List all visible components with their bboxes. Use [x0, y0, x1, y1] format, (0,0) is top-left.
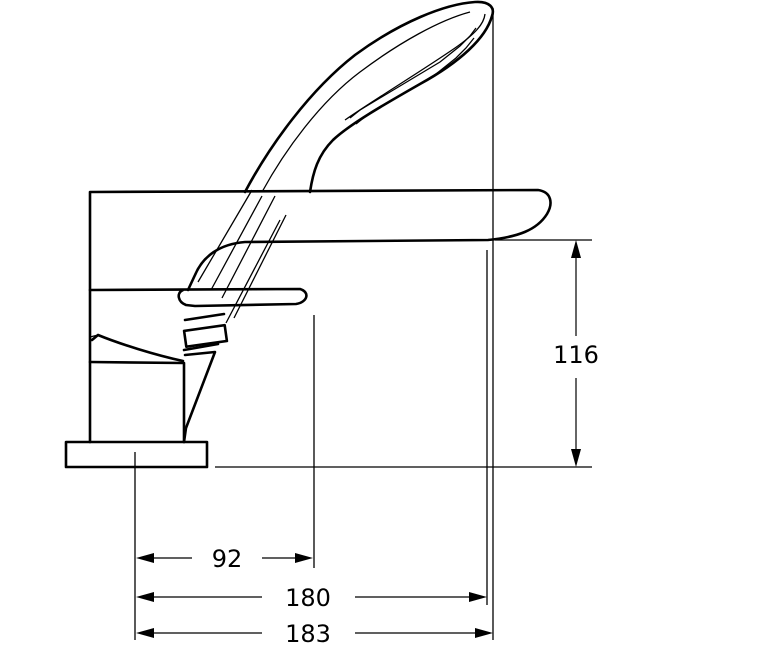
dimension-spout-reach: 92 — [136, 545, 313, 573]
dim-180-arrow-right — [469, 592, 487, 602]
faucet-outline — [64, 0, 552, 469]
body-lower-block — [88, 360, 186, 444]
cradle-line-1 — [197, 189, 253, 283]
hose-connector — [182, 350, 217, 444]
dim-180-arrow-left — [136, 592, 154, 602]
dim-height-label: 116 — [553, 341, 599, 369]
diverter-stem — [182, 312, 226, 352]
base-plate — [64, 440, 209, 469]
spray-nozzles — [349, 27, 477, 119]
body-bevel — [89, 334, 99, 338]
dim-height-arrow-top — [571, 240, 581, 258]
hand-shower-face — [344, 13, 486, 121]
dim-180-label: 180 — [285, 584, 331, 612]
dim-183-arrow-right — [475, 628, 493, 638]
dim-183-label: 183 — [285, 620, 331, 648]
spout-body — [88, 188, 552, 444]
dim-92-arrow-left — [136, 553, 154, 563]
dimension-total-reach: 183 — [136, 620, 493, 648]
dim-183-arrow-left — [136, 628, 154, 638]
cradle-line-2 — [210, 195, 263, 291]
body-cartridge — [90, 333, 185, 363]
extension-lines — [134, 8, 592, 640]
hand-shower-inner — [261, 11, 471, 193]
dimension-shower-reach: 180 — [136, 584, 487, 612]
cradle-line-5 — [225, 219, 281, 324]
cradle-line-4 — [233, 214, 287, 319]
cradle-line-3 — [221, 195, 276, 299]
dim-92-label: 92 — [212, 545, 243, 573]
diverter-knob — [182, 323, 229, 349]
dim-92-arrow-right — [295, 553, 313, 563]
dimension-height: 116 — [553, 240, 599, 467]
dim-height-arrow-bottom — [571, 449, 581, 467]
lever-handle — [88, 287, 308, 308]
spray-nozzles-row-2 — [355, 37, 475, 125]
hand-shower-body — [243, 0, 495, 194]
